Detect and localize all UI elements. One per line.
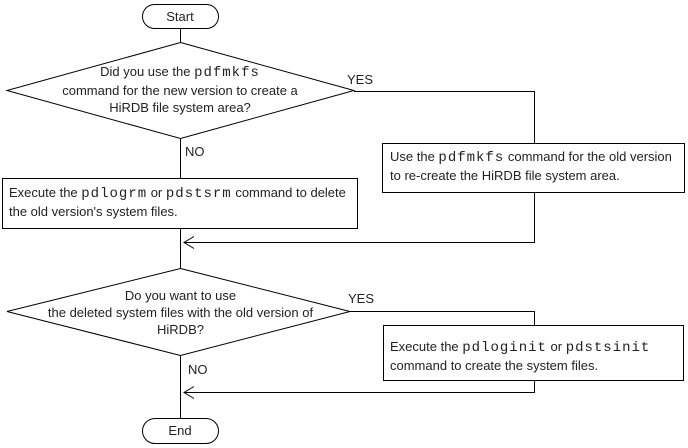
pdfmkfs-command-text: pdfmkfs [438,150,505,166]
process-recreate-text: Use the pdfmkfs command for the old vers… [390,148,682,184]
pdlogrm-command-text: pdlogrm [81,186,148,202]
start-label: Start [142,4,218,28]
decision1-line1: Did you use the pdfmkfs [100,64,260,81]
connector-decision1-yes [354,91,535,144]
decision1-line2: command for the new version to create a [62,83,298,98]
decision2-yes-label: YES [348,291,375,306]
connector-decision2-yes [350,311,535,326]
decision1-yes-label: YES [347,72,374,87]
decision2-text: Do you want to use the deleted system fi… [10,287,351,338]
decision1-line3: HiRDB file system area? [109,100,251,115]
process-recreate-line1: Use the pdfmkfs command for the old vers… [390,149,672,166]
decision1-text: Did you use the pdfmkfs command for the … [20,63,340,116]
arrowhead-merge-1 [183,236,195,249]
process-recreate-box [382,143,685,193]
decision1-no-label: NO [185,144,205,159]
connector-recreate-return [184,192,535,243]
process-init-text: Execute the pdloginit or pdstsinit comma… [390,338,682,375]
process-delete-text: Execute the pdlogrm or pdstsrm command t… [9,184,357,220]
process-init-line2: command to create the system files. [390,358,599,373]
process-delete-line1: Execute the pdlogrm or pdstsrm command t… [9,185,346,202]
process-recreate-line2: to re-create the HiRDB file system area. [390,168,620,183]
end-terminator [142,418,219,444]
start-text: Start [166,8,194,24]
start-terminator [142,4,219,29]
process-init-box [383,325,684,381]
decision2-line1: Do you want to use [124,288,237,303]
decision2-no-label: NO [188,362,208,377]
pdfmkfs-command-text: pdfmkfs [194,65,260,81]
connector-init-return [184,380,535,393]
end-label: End [142,418,218,443]
pdstsinit-command-text: pdstsinit [565,340,651,356]
process-delete-box [2,178,358,229]
pdloginit-command-text: pdloginit [462,340,547,356]
arrowhead-merge-2 [183,386,195,399]
process-init-line1: Execute the pdloginit or pdstsinit [390,339,651,356]
decision2-line3: HiRDB? [157,322,204,337]
decision2-line2: the deleted system files with the old ve… [47,305,314,320]
end-text: End [168,423,192,438]
pdstsrm-command-text: pdstsrm [165,186,232,202]
process-delete-line2: the old version's system files. [9,204,178,219]
